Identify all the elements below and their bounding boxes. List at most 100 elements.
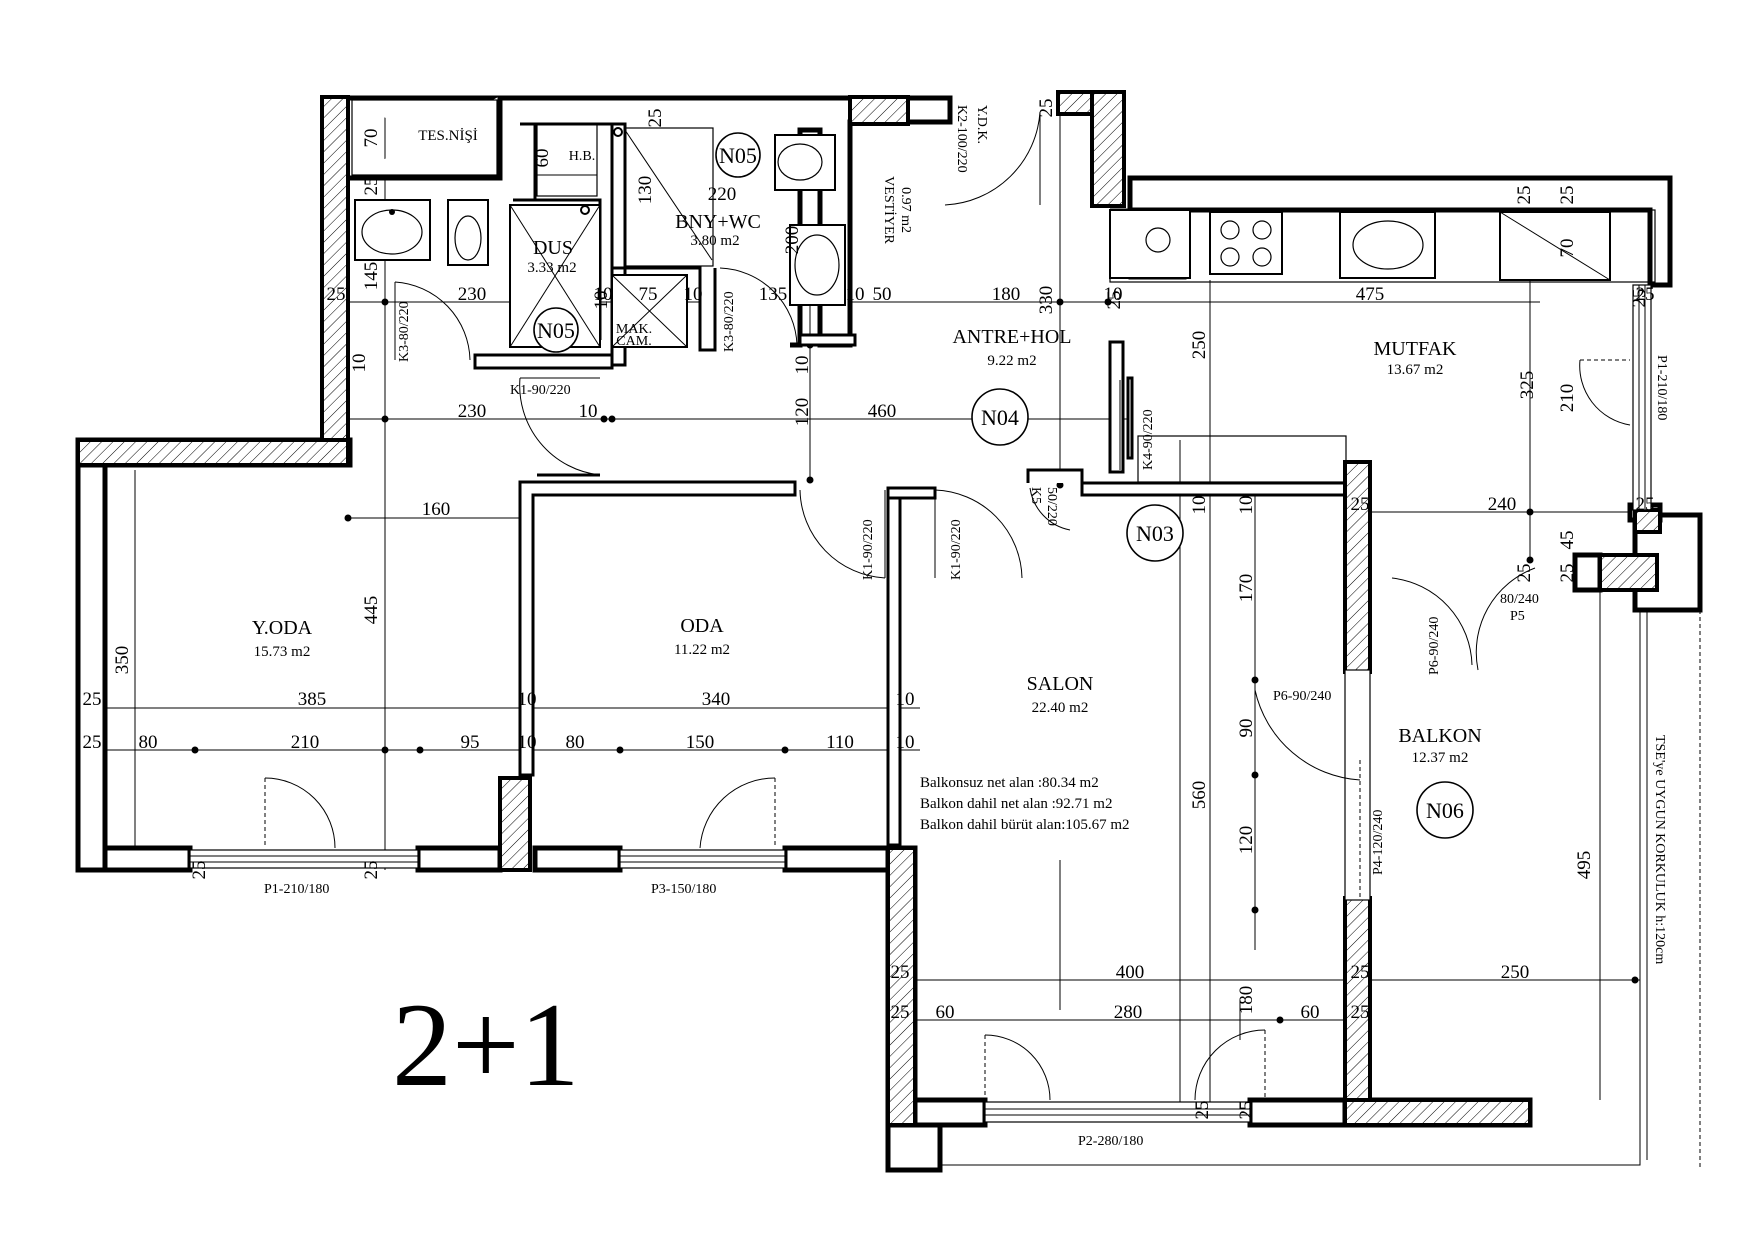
dim-label: 160 xyxy=(422,499,451,520)
dim-label: 560 xyxy=(1189,781,1210,810)
dim-label: 180 xyxy=(1236,986,1257,1015)
dim-label: 25 xyxy=(891,962,910,983)
dim-label: 50 xyxy=(873,284,892,305)
dim-label: 80 xyxy=(566,732,585,753)
tag-n04: N04 xyxy=(981,405,1019,430)
dim-label: 25 xyxy=(1557,186,1578,205)
dim-label: 210 xyxy=(1557,384,1578,413)
label-ydk: Y.D.K. xyxy=(974,105,989,144)
dim-label: 210 xyxy=(291,732,320,753)
dim-label: 25 xyxy=(1629,289,1650,308)
plan-title: 2+1 xyxy=(392,978,580,1111)
dim-label: 25 xyxy=(1557,564,1578,583)
window-p1-mutfak xyxy=(1632,284,1652,511)
hatched-walls xyxy=(76,90,1662,1127)
dim-label: 10 xyxy=(846,284,865,305)
dim-label: 25 xyxy=(1036,99,1057,118)
summary-line-2: Balkon dahil net alan :92.71 m2 xyxy=(920,796,1112,812)
label-p6-b: P6-90/240 xyxy=(1273,689,1331,704)
dim-label: 250 xyxy=(1501,962,1530,983)
label-k3-b: K3-80/220 xyxy=(722,291,737,352)
washbasin-icon-2 xyxy=(774,134,836,191)
dim-label: 350 xyxy=(112,646,133,675)
installation-niche xyxy=(351,99,498,176)
windows xyxy=(189,284,1652,1123)
toilet-icon-2 xyxy=(789,224,846,306)
dim-label: 135 xyxy=(759,284,788,305)
label-p4: P4-120/240 xyxy=(1371,810,1386,875)
dim-label: 130 xyxy=(635,176,656,205)
dim-label: 120 xyxy=(792,398,813,427)
room-name-salon: SALON xyxy=(1027,673,1094,695)
dim-label: 10 xyxy=(684,284,703,305)
dim-label: 120 xyxy=(1236,826,1257,855)
dim-label: 60 xyxy=(1301,1002,1320,1023)
dim-label: 280 xyxy=(1114,1002,1143,1023)
dim-label: 10 xyxy=(1104,284,1123,305)
room-area-yoda: 15.73 m2 xyxy=(254,644,311,660)
room-name-dus: DUS xyxy=(533,237,573,259)
summary-line-3: Balkon dahil bürüt alan:105.67 m2 xyxy=(920,817,1130,833)
room-name-mutfak: MUTFAK xyxy=(1374,338,1458,360)
window-p1-yoda xyxy=(189,849,419,869)
dim-label: 25 xyxy=(361,177,382,196)
room-name-yoda: Y.ODA xyxy=(252,617,313,639)
room-area-dus: 3.33 m2 xyxy=(527,260,576,276)
label-k3-a: K3-80/220 xyxy=(397,301,412,362)
dim-label: 445 xyxy=(361,596,382,625)
label-k4: K4-90/220 xyxy=(1141,409,1156,470)
dim-label: 10 xyxy=(896,732,915,753)
balcony-railing xyxy=(940,610,1701,1168)
dim-label: 25 xyxy=(1192,1101,1213,1120)
room-area-oda: 11.22 m2 xyxy=(674,642,730,658)
door-labels: Y.D.K. K2-100/220 K3-80/220 K3-80/220 K1… xyxy=(264,105,1669,1149)
dim-label: 25 xyxy=(1351,962,1370,983)
area-summary: Balkonsuz net alan :80.34 m2 Balkon dahi… xyxy=(920,775,1130,833)
fridge-icon xyxy=(1109,209,1191,279)
label-mak-1: MAK. xyxy=(616,322,652,337)
label-k5-a: 50/220 xyxy=(1044,487,1059,526)
dim-label: 60 xyxy=(532,149,553,168)
label-p5-a: 80/240 xyxy=(1500,592,1539,607)
dim-label: 110 xyxy=(826,732,854,753)
dim-label: 25 xyxy=(83,732,102,753)
dim-label: 475 xyxy=(1356,284,1385,305)
dim-label: 25 xyxy=(1636,284,1655,305)
room-area-salon: 22.40 m2 xyxy=(1032,700,1089,716)
label-p1-b: P1-210/180 xyxy=(1654,355,1669,420)
room-name-bny: BNY+WC xyxy=(675,211,761,233)
dim-label: 25 xyxy=(645,109,666,128)
dim-label: 25 xyxy=(83,689,102,710)
dim-label: 240 xyxy=(1488,494,1517,515)
label-railing: TSE'ye UYGUN KORKULUK h:120cm xyxy=(1652,735,1667,964)
dim-label: 200 xyxy=(782,226,803,255)
window-p2-salon xyxy=(984,1101,1251,1123)
room-area-mutfak: 13.67 m2 xyxy=(1387,362,1444,378)
window-p3-oda xyxy=(619,849,786,869)
dim-label: 10 xyxy=(349,354,370,373)
dim-label: 70 xyxy=(1557,239,1578,258)
label-mak-2: CAM. xyxy=(616,334,651,349)
dim-label: 10 xyxy=(896,689,915,710)
dim-label: 25 xyxy=(1514,186,1535,205)
stove-icon xyxy=(1209,211,1283,275)
tag-n05-b: N05 xyxy=(537,318,575,343)
dim-label: 60 xyxy=(936,1002,955,1023)
label-p6-a: P6-90/240 xyxy=(1427,617,1442,675)
door-swings xyxy=(264,111,1631,1101)
balcony-door-frame xyxy=(1344,669,1371,901)
dim-label: 400 xyxy=(1116,962,1145,983)
room-name-balkon: BALKON xyxy=(1398,725,1481,747)
dim-label: 95 xyxy=(461,732,480,753)
dim-label: 10 xyxy=(579,401,598,422)
dim-label: 170 xyxy=(1236,574,1257,603)
dim-label: 150 xyxy=(686,732,715,753)
label-k1-a: K1-90/220 xyxy=(510,383,571,398)
dim-label: 330 xyxy=(1036,286,1057,315)
label-k5-b: K5 xyxy=(1028,487,1043,504)
dim-label: 25 xyxy=(361,861,382,880)
sink-icon xyxy=(1339,211,1436,279)
dim-label: 80 xyxy=(139,732,158,753)
tag-n05-a: N05 xyxy=(719,143,757,168)
dim-label: 25 xyxy=(1514,564,1535,583)
